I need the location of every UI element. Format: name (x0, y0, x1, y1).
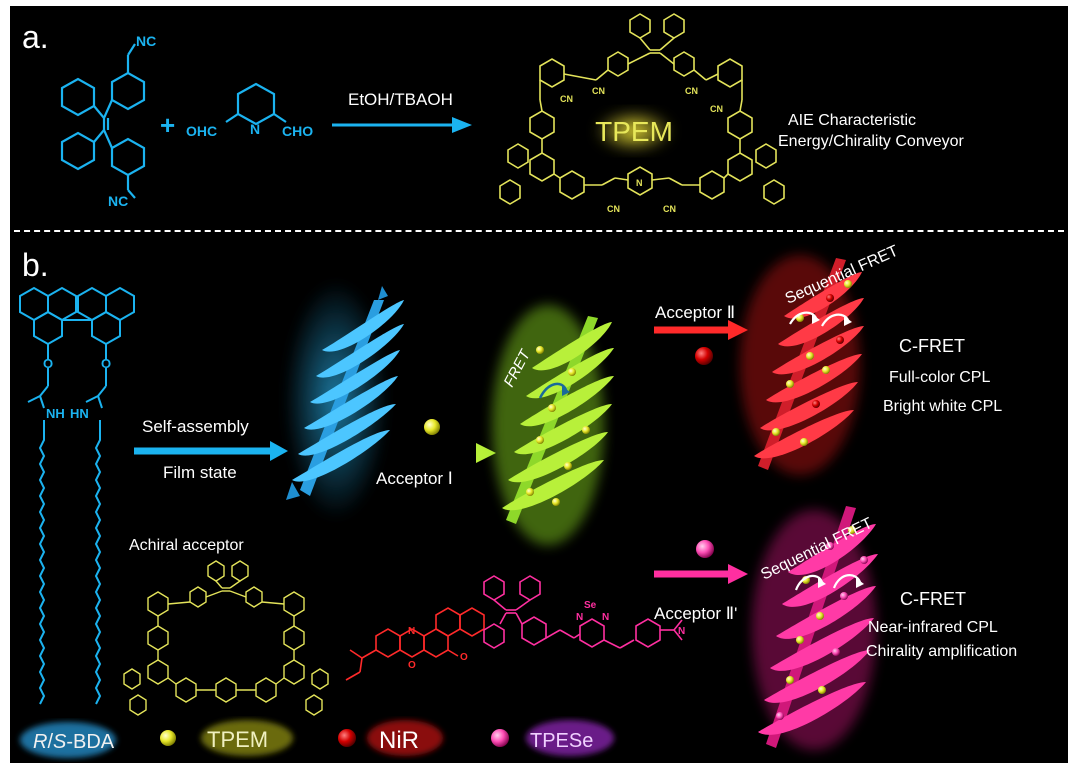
bottom-result-line-2: Near-infrared CPL (868, 619, 998, 636)
legend-tpese-label: TPESe (530, 730, 593, 752)
red-helix (740, 255, 864, 475)
aldehyde-n: N (250, 121, 260, 137)
nitrile-label-top: NC (136, 33, 156, 49)
bda-label-glow (20, 722, 116, 758)
property-conveyor: Energy/Chirality Conveyor (778, 133, 965, 150)
legend-nir-label: NiR (379, 727, 419, 754)
tpese-se: Se (584, 600, 597, 611)
nir-ketone-o: O (460, 652, 468, 663)
tpem-small-structure (123, 560, 329, 716)
aldehyde-left: OHC (186, 123, 217, 139)
acceptor-2-label: Acceptor Ⅱ (655, 303, 735, 322)
tpese-n-1: N (576, 612, 583, 623)
branch-arrows (598, 320, 748, 584)
tpem-n: N (636, 178, 643, 188)
tpese-structure (483, 575, 683, 649)
bda-label: R/S-BDA (33, 731, 115, 753)
self-assembly-label: Self-assembly (142, 417, 249, 436)
top-result-line-2: Full-color CPL (889, 369, 990, 386)
tpem-title: TPEM (595, 116, 673, 147)
pink-helix (752, 506, 878, 750)
acceptor-1-arrow (376, 443, 496, 463)
aldehyde-right: CHO (282, 123, 313, 139)
achiral-acceptor-label: Achiral acceptor (129, 537, 244, 554)
bda-nh-right: HN (70, 406, 89, 421)
property-aie: AIE Characteristic (788, 112, 916, 129)
bottom-result-line-1: C-FRET (900, 589, 966, 609)
tpem-cn-4: CN (710, 104, 723, 114)
dashed-divider (10, 228, 1068, 233)
reaction-arrow (332, 117, 472, 133)
tpem-macrocycle-structure (499, 13, 785, 205)
tpem-cn-1: CN (592, 86, 605, 96)
panel-a (10, 6, 1068, 228)
legend-tpese-ball (491, 729, 509, 747)
bottom-result-line-3: Chirality amplification (866, 643, 1017, 660)
tpese-n-3: N (678, 626, 685, 637)
nir-structure (345, 607, 485, 681)
bda-o-right: O (101, 356, 111, 371)
legend-tpese-glow (526, 720, 614, 756)
tpem-glow (594, 109, 674, 153)
bda-o-left: O (43, 356, 53, 371)
bda-structure (19, 286, 135, 705)
tpese-n-2: N (602, 612, 609, 623)
tpem-cn-6: CN (663, 204, 676, 214)
tpem-cn-2: CN (685, 86, 698, 96)
nir-n: N (408, 626, 415, 637)
acceptor-1-ball (424, 419, 440, 435)
green-helix (492, 305, 614, 545)
top-result-line-3: Bright white CPL (883, 398, 1002, 415)
legend-tpem-label: TPEM (207, 727, 268, 752)
nir-o: O (408, 660, 416, 671)
panel-a-label: a. (22, 19, 49, 55)
legend-nir-ball (338, 729, 356, 747)
acceptor-2-ball (695, 347, 713, 365)
acceptor-2p-ball (696, 540, 714, 558)
legend-tpem-glow (201, 720, 293, 756)
top-result-line-1: C-FRET (899, 336, 965, 356)
blue-helix (284, 280, 404, 520)
tpem-cn-5: CN (607, 204, 620, 214)
legend-nir-glow (367, 720, 443, 756)
pyridine-dialdehyde-structure (225, 82, 287, 126)
acceptor-1-label: Acceptor Ⅰ (376, 469, 453, 488)
film-state-label: Film state (163, 463, 237, 482)
bda-nh-left: NH (46, 406, 65, 421)
tpe-dinitrile-structure (60, 43, 146, 199)
tpem-cn-3: CN (560, 94, 573, 104)
reaction-conditions: EtOH/TBAOH (348, 90, 453, 109)
legend-tpem-ball (160, 730, 176, 746)
panel-b-label: b. (22, 247, 49, 283)
self-assembly-arrow (134, 441, 288, 461)
acceptor-2p-label: Acceptor Ⅱ' (654, 604, 737, 623)
plus-sign: + (160, 110, 175, 140)
nitrile-label-bottom: NC (108, 193, 128, 209)
